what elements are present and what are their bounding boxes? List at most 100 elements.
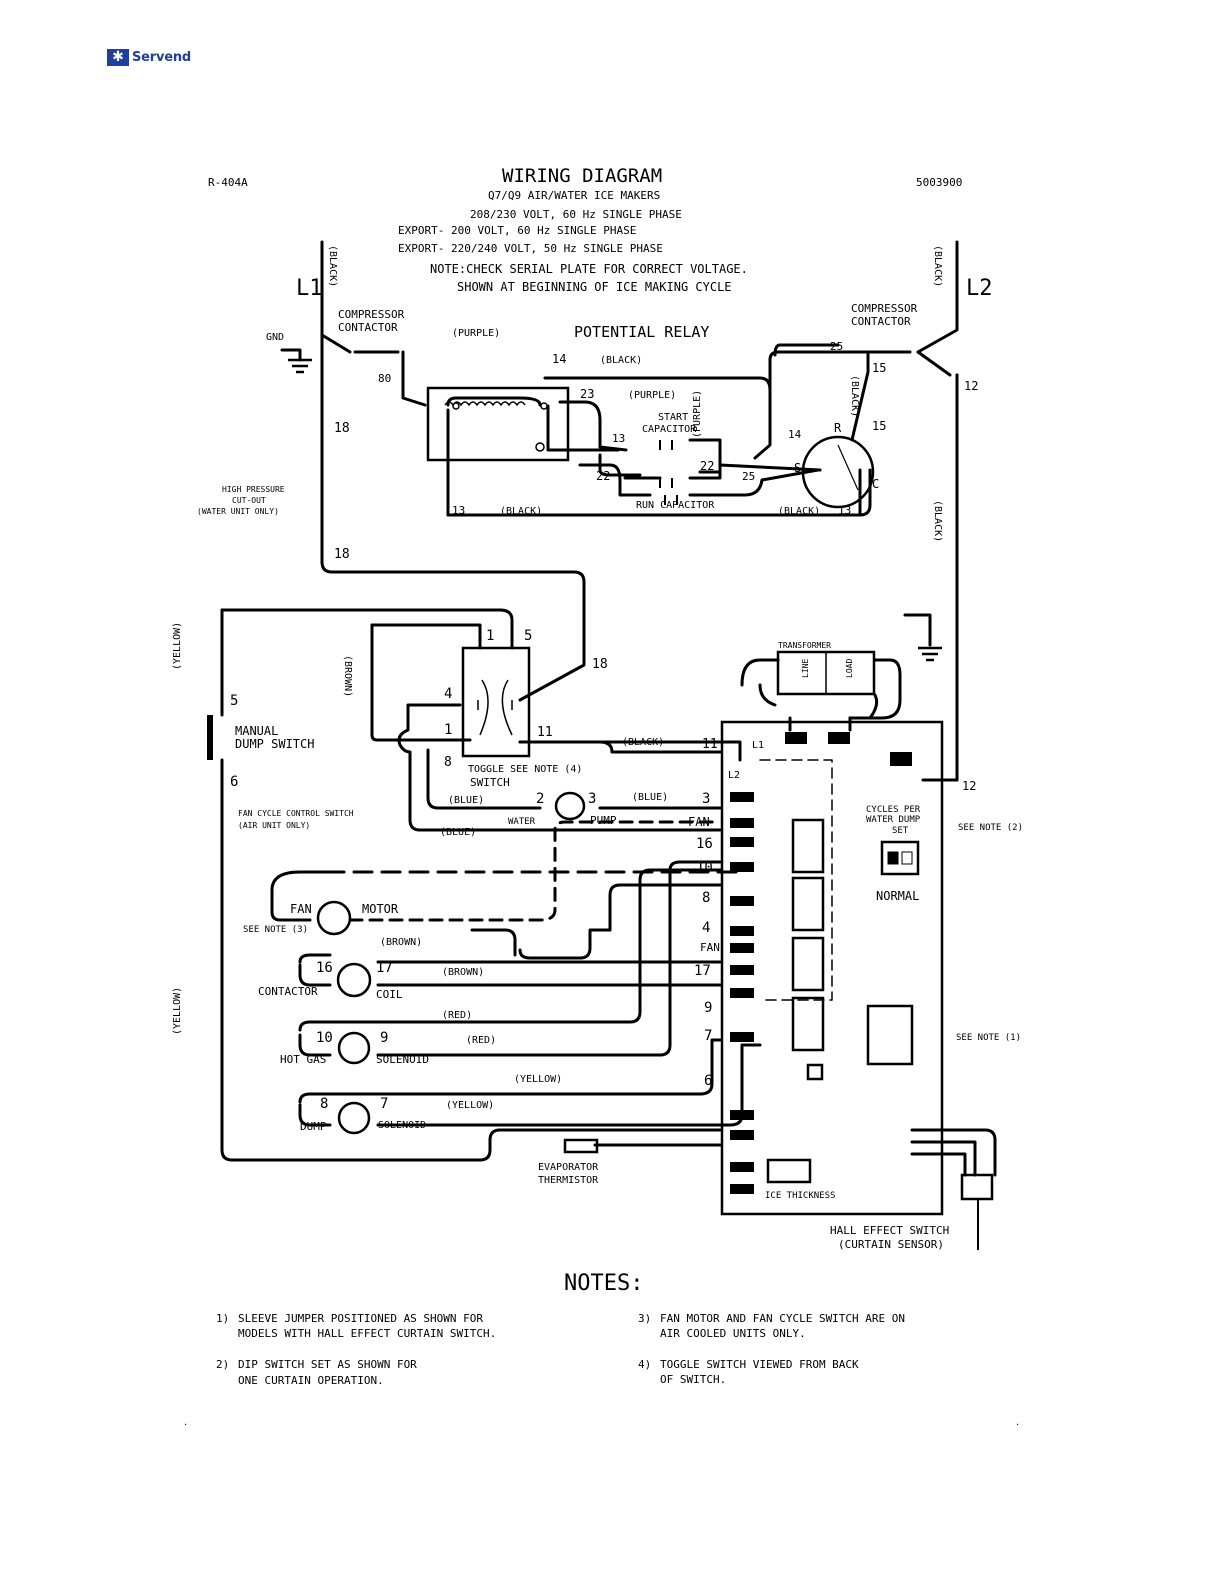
note-text: MODELS WITH HALL EFFECT CURTAIN SWITCH. bbox=[238, 1327, 496, 1340]
control-board bbox=[720, 720, 944, 1216]
notes-title: NOTES: bbox=[564, 1271, 643, 1296]
manual-dump-label: DUMP SWITCH bbox=[235, 737, 314, 751]
note-text: SLEEVE JUMPER POSITIONED AS SHOWN FOR bbox=[238, 1312, 483, 1325]
wire-number: 8 bbox=[320, 1096, 328, 1112]
dump-solenoid-icon bbox=[337, 1101, 371, 1135]
cycles-label: CYCLES PER bbox=[866, 805, 921, 815]
voltage-line: EXPORT- 200 VOLT, 60 Hz SINGLE PHASE bbox=[398, 224, 636, 237]
wire-number: 1 bbox=[486, 628, 494, 644]
wire-color-label: (BLUE) bbox=[440, 827, 476, 838]
wire-number: 12 bbox=[962, 779, 976, 793]
diagram-subtitle: Q7/Q9 AIR/WATER ICE MAKERS bbox=[488, 189, 660, 202]
wire-color-label: (PURPLE) bbox=[692, 390, 703, 438]
part-number: 5003900 bbox=[916, 176, 962, 189]
dump-label: DUMP bbox=[300, 1120, 327, 1133]
toggle-switch-box bbox=[461, 646, 531, 758]
wire-color-label: (PURPLE) bbox=[628, 390, 676, 401]
snowflake-icon: ✱ bbox=[107, 48, 129, 66]
wire-color-label: (BLACK) bbox=[622, 737, 664, 748]
board-terminal-label: L1 bbox=[752, 740, 764, 751]
board-terminal-label: SOL bbox=[731, 864, 744, 872]
note-text: OF SWITCH. bbox=[660, 1373, 726, 1386]
hot-gas-solenoid-icon bbox=[337, 1031, 371, 1065]
wire-number: 18 bbox=[592, 657, 608, 672]
wire-number: 5 bbox=[230, 693, 238, 709]
wire-number: 3 bbox=[588, 791, 596, 807]
board-terminal-label: DUMP bbox=[731, 1034, 748, 1042]
brand-logo: ✱ Servend bbox=[107, 48, 191, 66]
evaporator-label: THERMISTOR bbox=[538, 1175, 599, 1186]
wire-number: 22 bbox=[596, 469, 610, 483]
hp-cutout-label: CUT-OUT bbox=[232, 496, 266, 505]
fan-motor-label: FAN bbox=[290, 902, 312, 916]
wire-number: 18 bbox=[334, 547, 350, 562]
wire-number: 10 bbox=[696, 860, 713, 876]
wire-number: 23 bbox=[580, 387, 594, 401]
board-ground-label: GND bbox=[892, 754, 910, 765]
wire-number: 2 bbox=[536, 791, 544, 807]
board-terminal-label: DUMP bbox=[731, 839, 748, 847]
board-terminal-label: FAN bbox=[700, 941, 720, 954]
wire-number: 15 bbox=[872, 419, 886, 433]
wire-color-label: (BLUE) bbox=[632, 792, 668, 803]
wire-number: 8 bbox=[444, 755, 452, 770]
wire-number: 10 bbox=[316, 1030, 333, 1046]
wire-color-label: (BLUE) bbox=[448, 795, 484, 806]
wire-color-label: (BLACK) bbox=[932, 245, 943, 287]
board-terminal-label: BIN bbox=[731, 1112, 744, 1120]
board-terminal-label: DUMP bbox=[731, 898, 748, 906]
hot-gas-label: SOLENOID bbox=[376, 1053, 429, 1066]
diagram-title: WIRING DIAGRAM bbox=[502, 165, 662, 187]
contactor-label-l1: COMPRESSOR bbox=[338, 308, 405, 321]
water-pump-label: WATER bbox=[508, 817, 536, 827]
voltage-note: NOTE:CHECK SERIAL PLATE FOR CORRECT VOLT… bbox=[430, 262, 748, 276]
hall-effect-label: HALL EFFECT SWITCH bbox=[830, 1224, 949, 1237]
contactor-label-l2: CONTACTOR bbox=[851, 315, 911, 328]
hp-cutout-label: HIGH PRESSURE bbox=[222, 485, 285, 494]
wire-color-label: (BLACK) bbox=[500, 506, 542, 517]
wire-number: 4 bbox=[444, 686, 452, 702]
note-number: 1) bbox=[216, 1312, 229, 1325]
transformer-line-label: LINE bbox=[801, 659, 810, 678]
fan-cycle-label: (AIR UNIT ONLY) bbox=[238, 821, 310, 830]
footer-mark: . bbox=[184, 1417, 188, 1428]
voltage-line: 208/230 VOLT, 60 Hz SINGLE PHASE bbox=[470, 208, 682, 221]
fan-motor-label: MOTOR bbox=[362, 902, 399, 916]
wire-color-label: (BLACK) bbox=[778, 506, 820, 517]
hall-effect-sensor bbox=[960, 1173, 994, 1201]
see-note-label: SEE NOTE (3) bbox=[243, 925, 308, 935]
notes-section: NOTES: 1) SLEEVE JUMPER POSITIONED AS SH… bbox=[216, 1271, 905, 1387]
note-number: 3) bbox=[638, 1312, 651, 1325]
evaporator-thermistor-icon bbox=[563, 1138, 599, 1154]
ice-thickness-label: ICE THICKNESS bbox=[765, 1191, 835, 1201]
compressor-terminal: R bbox=[834, 421, 842, 435]
contactor-coil-icon bbox=[336, 962, 372, 998]
board-terminal-blocks bbox=[730, 732, 912, 1194]
toggle-switch-label: SWITCH bbox=[470, 776, 510, 789]
see-note-1-label: SEE NOTE (1) bbox=[956, 1033, 1021, 1043]
hall-effect-label: (CURTAIN SENSOR) bbox=[838, 1238, 944, 1251]
wire-color-label: (BLACK) bbox=[849, 375, 860, 417]
wire-number: 4 bbox=[702, 920, 710, 936]
wiring bbox=[220, 240, 997, 1177]
wire-number: 7 bbox=[380, 1096, 388, 1112]
diagram-header: R-404A WIRING DIAGRAM 5003900 Q7/Q9 AIR/… bbox=[208, 165, 962, 294]
wire-number: 9 bbox=[380, 1030, 388, 1046]
pump-relay bbox=[791, 818, 825, 874]
wire-number: 1 bbox=[444, 722, 452, 738]
start-cap-label: START bbox=[658, 412, 688, 423]
wire-color-label: (RED) bbox=[466, 1035, 496, 1046]
ground-icon bbox=[288, 358, 942, 662]
contactor-coil-label: COIL bbox=[376, 988, 403, 1001]
comp-relay bbox=[791, 936, 825, 992]
wire-number: 22 bbox=[700, 459, 714, 473]
l1-label: L1 bbox=[296, 276, 323, 301]
wire-number: 16 bbox=[696, 836, 713, 852]
ice-thickness-switch bbox=[766, 1158, 812, 1184]
board-terminal-label: FAN bbox=[688, 815, 710, 829]
wire-number: 8 bbox=[702, 890, 710, 906]
wire-number: 6 bbox=[230, 774, 238, 790]
cycles-label: SET bbox=[892, 826, 909, 836]
wire-number: 17 bbox=[376, 960, 393, 976]
water-pump-icon bbox=[554, 791, 586, 821]
